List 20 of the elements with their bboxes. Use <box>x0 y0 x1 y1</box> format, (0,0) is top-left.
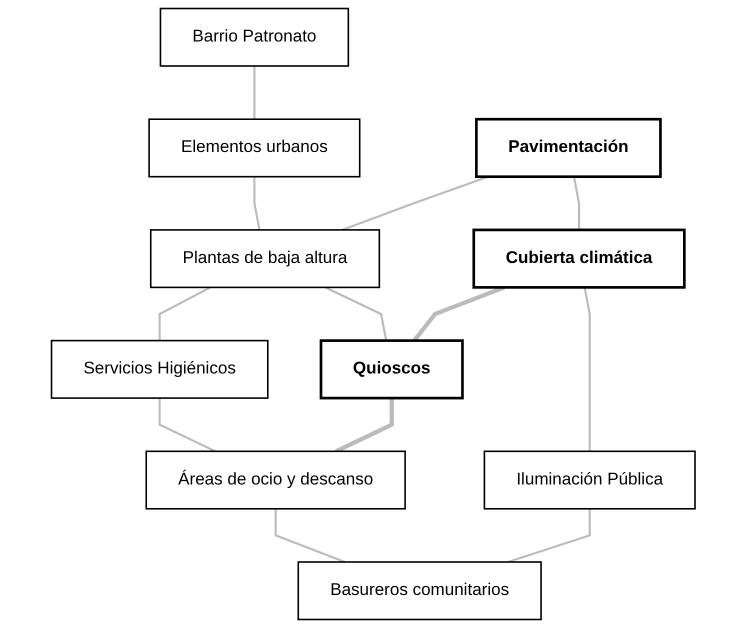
connector <box>573 176 580 230</box>
connector <box>584 287 591 452</box>
node-box: Basureros comunitarios <box>298 561 542 620</box>
connector <box>254 66 256 120</box>
connector <box>254 176 261 230</box>
connector <box>325 286 388 341</box>
node-box: Cubierta climática <box>472 228 686 289</box>
node-box: Pavimentación <box>475 118 662 178</box>
node-box: Plantas de baja altura <box>150 229 380 288</box>
node-box: Quioscos <box>320 339 464 400</box>
connector <box>274 508 346 563</box>
connector <box>158 286 212 341</box>
connector <box>508 508 591 564</box>
node-box: Barrio Patronato <box>160 8 350 67</box>
node-box: Iluminación Pública <box>484 450 696 510</box>
connector <box>342 176 489 231</box>
node-box: Áreas de ocio y descanso <box>146 450 406 510</box>
connector <box>158 398 216 452</box>
node-box: Elementos urbanos <box>148 118 361 178</box>
node-box: Servicios Higiénicos <box>50 340 269 399</box>
